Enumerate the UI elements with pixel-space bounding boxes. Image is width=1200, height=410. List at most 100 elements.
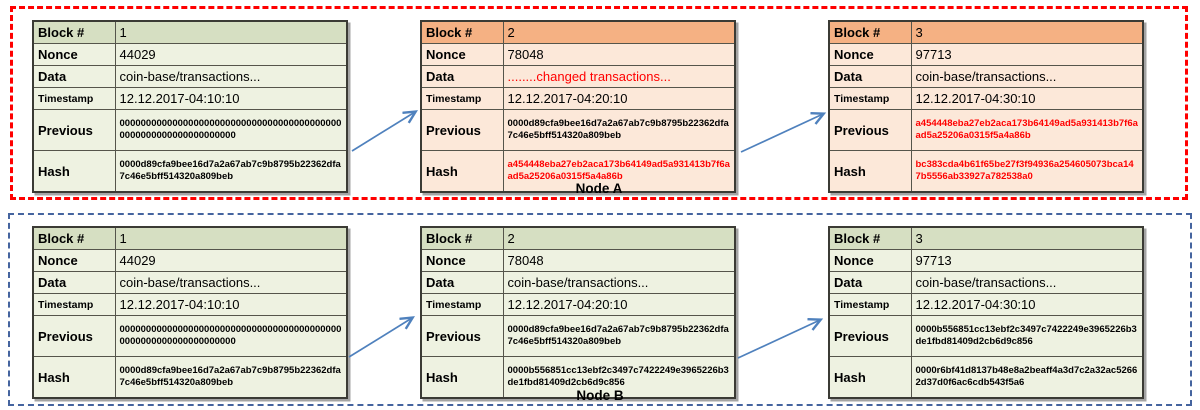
nonce-value: 97713 bbox=[910, 249, 1144, 272]
nonce-value: 78048 bbox=[502, 43, 736, 66]
hash-row: Hash 0000d89cfa9bee16d7a2a67ab7c9b8795b2… bbox=[32, 150, 348, 193]
nonce-value: 97713 bbox=[910, 43, 1144, 66]
field-label-block: Block # bbox=[32, 20, 116, 44]
hash-row: Hash 0000d89cfa9bee16d7a2a67ab7c9b8795b2… bbox=[32, 356, 348, 399]
field-label-previous: Previous bbox=[828, 109, 912, 151]
field-label-data: Data bbox=[32, 271, 116, 294]
previous-row: Previous 0000000000000000000000000000000… bbox=[32, 315, 348, 357]
field-label-previous: Previous bbox=[32, 315, 116, 357]
timestamp-value: 12.12.2017-04:30:10 bbox=[910, 87, 1144, 110]
field-label-block: Block # bbox=[828, 226, 912, 250]
field-label-nonce: Nonce bbox=[32, 249, 116, 272]
timestamp-row: Timestamp 12.12.2017-04:20:10 bbox=[420, 293, 736, 316]
nonce-row: Nonce 44029 bbox=[32, 249, 348, 272]
field-label-hash: Hash bbox=[32, 356, 116, 399]
previous-hash-value: 0000000000000000000000000000000000000000… bbox=[114, 315, 348, 357]
previous-row: Previous a454448eba27eb2aca173b64149ad5a… bbox=[828, 109, 1144, 151]
field-label-previous: Previous bbox=[420, 109, 504, 151]
chain-arrow-icon bbox=[740, 107, 828, 153]
previous-hash-value: a454448eba27eb2aca173b64149ad5a931413b7f… bbox=[910, 109, 1144, 151]
hash-row: Hash 0000b556851cc13ebf2c3497c7422249e39… bbox=[420, 356, 736, 399]
node-label: Node B bbox=[576, 388, 624, 403]
block-number-value: 2 bbox=[502, 20, 736, 44]
block-row: Block # 2 bbox=[420, 226, 736, 250]
data-value: coin-base/transactions... bbox=[114, 271, 348, 294]
field-label-data: Data bbox=[420, 65, 504, 88]
field-label-timestamp: Timestamp bbox=[420, 87, 504, 110]
block-table: Block # 2 Nonce 78048 Data coin-base/tra… bbox=[420, 226, 736, 399]
field-label-timestamp: Timestamp bbox=[420, 293, 504, 316]
nonce-value: 44029 bbox=[114, 43, 348, 66]
field-label-data: Data bbox=[420, 271, 504, 294]
timestamp-value: 12.12.2017-04:10:10 bbox=[114, 87, 348, 110]
block-table: Block # 1 Nonce 44029 Data coin-base/tra… bbox=[32, 226, 348, 399]
block-number-value: 2 bbox=[502, 226, 736, 250]
block-row: Block # 1 bbox=[32, 226, 348, 250]
field-label-nonce: Nonce bbox=[420, 43, 504, 66]
block-table: Block # 1 Nonce 44029 Data coin-base/tra… bbox=[32, 20, 348, 193]
field-label-data: Data bbox=[828, 65, 912, 88]
field-label-timestamp: Timestamp bbox=[32, 87, 116, 110]
field-label-timestamp: Timestamp bbox=[828, 87, 912, 110]
field-label-hash: Hash bbox=[420, 356, 504, 399]
chain-arrow-icon bbox=[351, 105, 420, 152]
data-row: Data coin-base/transactions... bbox=[420, 271, 736, 294]
hash-value: 0000d89cfa9bee16d7a2a67ab7c9b8795b22362d… bbox=[114, 356, 348, 399]
timestamp-value: 12.12.2017-04:20:10 bbox=[502, 87, 736, 110]
block-table: Block # 3 Nonce 97713 Data coin-base/tra… bbox=[828, 226, 1144, 399]
data-row: Data coin-base/transactions... bbox=[32, 271, 348, 294]
chain-arrow-icon bbox=[737, 313, 825, 359]
field-label-hash: Hash bbox=[420, 150, 504, 193]
hash-value: 0000r6bf41d8137b48e8a2beaff4a3d7c2a32ac5… bbox=[910, 356, 1144, 399]
timestamp-value: 12.12.2017-04:10:10 bbox=[114, 293, 348, 316]
nonce-value: 44029 bbox=[114, 249, 348, 272]
block-table: Block # 2 Nonce 78048 Data ........chang… bbox=[420, 20, 736, 193]
field-label-data: Data bbox=[828, 271, 912, 294]
block-row: Block # 2 bbox=[420, 20, 736, 44]
field-label-block: Block # bbox=[828, 20, 912, 44]
field-label-block: Block # bbox=[420, 226, 504, 250]
node-a-container: Block # 1 Nonce 44029 Data coin-base/tra… bbox=[10, 6, 1188, 200]
previous-row: Previous 0000b556851cc13ebf2c3497c742224… bbox=[828, 315, 1144, 357]
nonce-row: Nonce 78048 bbox=[420, 43, 736, 66]
block-table: Block # 3 Nonce 97713 Data coin-base/tra… bbox=[828, 20, 1144, 193]
hash-row: Hash 0000r6bf41d8137b48e8a2beaff4a3d7c2a… bbox=[828, 356, 1144, 399]
field-label-previous: Previous bbox=[420, 315, 504, 357]
nonce-row: Nonce 78048 bbox=[420, 249, 736, 272]
block-number-value: 1 bbox=[114, 226, 348, 250]
field-label-hash: Hash bbox=[828, 150, 912, 193]
field-label-nonce: Nonce bbox=[32, 43, 116, 66]
previous-hash-value: 0000b556851cc13ebf2c3497c7422249e3965226… bbox=[910, 315, 1144, 357]
previous-row: Previous 0000d89cfa9bee16d7a2a67ab7c9b87… bbox=[420, 315, 736, 357]
timestamp-value: 12.12.2017-04:30:10 bbox=[910, 293, 1144, 316]
hash-value: a454448eba27eb2aca173b64149ad5a931413b7f… bbox=[502, 150, 736, 193]
previous-hash-value: 0000d89cfa9bee16d7a2a67ab7c9b8795b22362d… bbox=[502, 109, 736, 151]
field-label-previous: Previous bbox=[32, 109, 116, 151]
data-value: coin-base/transactions... bbox=[502, 271, 736, 294]
nonce-row: Nonce 44029 bbox=[32, 43, 348, 66]
data-row: Data coin-base/transactions... bbox=[32, 65, 348, 88]
field-label-previous: Previous bbox=[828, 315, 912, 357]
chain-arrow-icon bbox=[348, 311, 417, 358]
data-value: coin-base/transactions... bbox=[910, 65, 1144, 88]
hash-row: Hash bc383cda4b61f65be27f3f94936a2546050… bbox=[828, 150, 1144, 193]
nonce-row: Nonce 97713 bbox=[828, 249, 1144, 272]
node-b-container: Block # 1 Nonce 44029 Data coin-base/tra… bbox=[8, 213, 1192, 406]
block-row: Block # 3 bbox=[828, 226, 1144, 250]
field-label-nonce: Nonce bbox=[828, 43, 912, 66]
field-label-hash: Hash bbox=[32, 150, 116, 193]
block-row: Block # 3 bbox=[828, 20, 1144, 44]
hash-value: 0000d89cfa9bee16d7a2a67ab7c9b8795b22362d… bbox=[114, 150, 348, 193]
block-number-value: 3 bbox=[910, 20, 1144, 44]
block-number-value: 3 bbox=[910, 226, 1144, 250]
data-value: ........changed transactions... bbox=[502, 65, 736, 88]
block-row: Block # 1 bbox=[32, 20, 348, 44]
data-row: Data coin-base/transactions... bbox=[828, 271, 1144, 294]
nonce-row: Nonce 97713 bbox=[828, 43, 1144, 66]
timestamp-row: Timestamp 12.12.2017-04:30:10 bbox=[828, 293, 1144, 316]
previous-hash-value: 0000d89cfa9bee16d7a2a67ab7c9b8795b22362d… bbox=[502, 315, 736, 357]
field-label-timestamp: Timestamp bbox=[828, 293, 912, 316]
data-row: Data ........changed transactions... bbox=[420, 65, 736, 88]
timestamp-value: 12.12.2017-04:20:10 bbox=[502, 293, 736, 316]
hash-value: bc383cda4b61f65be27f3f94936a254605073bca… bbox=[910, 150, 1144, 193]
